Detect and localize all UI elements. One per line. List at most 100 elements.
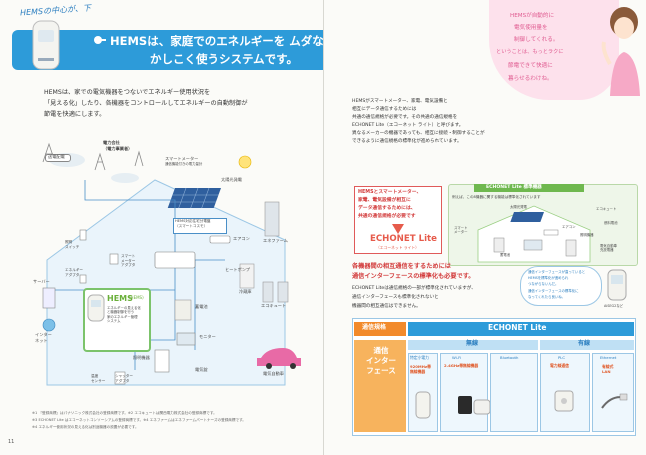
callout-line1: HEMSとスマートメーター、 bbox=[358, 190, 422, 195]
echonet-label-storage: 蓄電池 bbox=[500, 253, 511, 257]
hems-box-title: HEMS bbox=[107, 294, 133, 303]
label-monitor: モニター bbox=[199, 334, 216, 339]
echonet-label-lighting: 照明機器 bbox=[580, 233, 594, 237]
hero-title-line1: HEMSは、家庭でのエネルギーを ムダなく、 bbox=[110, 34, 323, 48]
down-arrow-icon bbox=[392, 224, 404, 234]
left-page: HEMSの中心が、下 HEMSは、家庭でのエネルギーを ムダなく、 かしこく使う… bbox=[0, 0, 323, 455]
wireless-header: 無線 bbox=[466, 340, 479, 347]
protocol-label-cell bbox=[354, 322, 406, 336]
protocol-label: 通信規格 bbox=[362, 324, 387, 331]
hero-banner bbox=[12, 30, 323, 70]
label-heater: ヒートポンプ bbox=[225, 267, 250, 272]
speech-line2: 電気使用量を bbox=[514, 25, 548, 31]
mid-bubble bbox=[520, 266, 602, 306]
plug-icon bbox=[94, 36, 106, 44]
mid-bubble-line4: 通信インターフェースの標準化に bbox=[528, 289, 579, 293]
speech-line6: 暮らせるわけね。 bbox=[508, 76, 553, 82]
aiseg-device-icon bbox=[607, 269, 627, 301]
col-ethernet bbox=[592, 353, 634, 432]
mid-bubble-line5: なってくれたら良いね。 bbox=[528, 295, 566, 299]
plc-adaptor-icon bbox=[554, 390, 574, 412]
hems-unit-icon bbox=[87, 294, 105, 322]
callout-line2: 家電、電気設備が相互に bbox=[358, 198, 411, 203]
label-ev: 電気自動車 bbox=[263, 371, 284, 376]
wired-header: 有線 bbox=[578, 340, 591, 347]
intro-line2: 「見える化」したり、各機器をコントロールしてエネルギーの自動制御が bbox=[44, 100, 248, 107]
page-number: 11 bbox=[8, 439, 15, 445]
hems-device-icon bbox=[32, 20, 60, 70]
hems-controller-label-box bbox=[173, 218, 227, 234]
footnote-3: ※4 エネルギー使用状況の見える化は別途機器の設置が必要です。 bbox=[32, 425, 139, 429]
woman-illustration bbox=[601, 7, 640, 96]
col-bluetooth-name: Bluetooth bbox=[500, 355, 519, 360]
speech-line3: 制御してくれる。 bbox=[514, 37, 559, 43]
label-shutter: シャッター アダプタ bbox=[115, 374, 133, 383]
hero-tag: HEMSの中心が、下 bbox=[19, 3, 92, 18]
footnote-1: ※1 『登録商標』はパナソニック株式会社の登録商標です。※2 エコキュートは関西… bbox=[32, 411, 217, 415]
label-ecofarm: エネファーム bbox=[263, 238, 288, 243]
interface-label: 通信 インター フェース bbox=[366, 346, 396, 375]
label-smart-meter: スマートメーター bbox=[165, 156, 199, 161]
label-distribution: 送電配電 bbox=[48, 154, 65, 159]
echonet-label-ecocute: エコキュート bbox=[596, 207, 617, 211]
echonet-label-aircon: エアコン bbox=[562, 225, 576, 229]
col-tokutei-name: 特定小電力 bbox=[410, 355, 429, 360]
echonet-diagram-subhead: 例えば、この8機器に関する機能は標準化されています bbox=[452, 195, 541, 199]
echonet-house-illustration bbox=[477, 205, 591, 263]
label-light-switch: 照明 スイッチ bbox=[65, 240, 80, 249]
col-ethernet-name: Ethernet bbox=[600, 355, 617, 360]
echonet-label-smart-meter: スマート メーター bbox=[454, 226, 468, 235]
echonet-label-ev: 電気自動車 充放電器 bbox=[600, 244, 617, 253]
tokutei-device-icon bbox=[415, 391, 431, 419]
callout-box bbox=[354, 186, 442, 254]
col-plc-name: PLC bbox=[558, 355, 566, 360]
col-wifi bbox=[440, 353, 488, 432]
right-intro-line1: HEMSがスマートメーター、家電、電気設備と bbox=[352, 99, 448, 104]
lan-cable-icon bbox=[601, 393, 628, 409]
right-intro-line2: 相互にデータ通信するためには bbox=[352, 107, 417, 112]
speech-line1: HEMSが自動的に bbox=[510, 13, 555, 19]
label-refrigerator: 冷蔵庫 bbox=[239, 289, 252, 294]
intro-line1: HEMSは、家での電気機器をつないでエネルギー使用状況を bbox=[44, 89, 211, 96]
mid-heading-1: 各機器間の相互通信をするためには bbox=[352, 263, 451, 270]
hero-title-line2: かしこく使うシステムです。 bbox=[150, 52, 299, 66]
wired-header-cell bbox=[540, 340, 634, 350]
protocol-value-cell bbox=[408, 322, 634, 336]
label-ecocute: エコキュート bbox=[261, 303, 287, 308]
label-power-company: 電力会社 （電力事業者） bbox=[103, 140, 133, 151]
label-solar: 太陽光発電 bbox=[221, 177, 242, 182]
speech-bubble bbox=[489, 0, 619, 100]
footnote-2: ※3 ECHONET Lite はエコーネットコンソーシアムの登録商標です。※4… bbox=[32, 418, 246, 422]
mid-heading-2: 通信インターフェースの標準化も必要です。 bbox=[352, 273, 475, 280]
callout-line4: 共通の通信規格が必要です bbox=[358, 214, 416, 219]
right-intro-line4: ECHONET Lite（エコーネット ライト）と呼びます。 bbox=[352, 123, 464, 128]
label-internet: インター ネット bbox=[35, 332, 52, 343]
echonet-label-fuel-cell: 燃料電池 bbox=[604, 221, 618, 225]
home-diagram: HEMS (HEMS) エネルギーの見える化 と機器制御を行う 家のエネルギー管… bbox=[25, 140, 323, 400]
col-ethernet-desc: 有線式 LAN bbox=[602, 364, 614, 374]
intro-line3: 節電を快適にします。 bbox=[44, 111, 106, 118]
label-aircon: エアコン bbox=[233, 236, 250, 241]
router-icon bbox=[458, 396, 491, 415]
aiseg-label: AiSEG2など bbox=[604, 304, 624, 308]
label-lighting: 照明機器 bbox=[133, 355, 150, 360]
label-smart-adaptor: スマート メーター アダプタ bbox=[121, 254, 136, 268]
mid-bubble-line1: 通信インターフェースが違っていると bbox=[528, 270, 586, 274]
label-hems-controller: HEMS対応住宅分電盤 （スマートコスモ） bbox=[175, 219, 211, 228]
label-distribution-box bbox=[45, 154, 71, 162]
echonet-diagram-header-bar bbox=[474, 184, 584, 192]
hems-box-desc: エネルギーの見える化 と機器制御を行う 家のエネルギー管理 システム bbox=[107, 306, 141, 324]
hems-box-sub: (HEMS) bbox=[129, 295, 144, 300]
right-intro-line5: 異なるメーカーの機器であっても、相互に接続・制御することが bbox=[352, 131, 485, 136]
wireless-header-cell bbox=[408, 340, 538, 350]
speech-line5: 節電できて快適に bbox=[508, 63, 553, 69]
echonet-logo-sub: （エコーネット ライト） bbox=[376, 245, 419, 250]
mid-body-1: ECHONET Liteは通信規格の一部が標準化されていますが、 bbox=[352, 286, 476, 291]
speech-line4: ということは、もっとラクに bbox=[496, 49, 564, 55]
echonet-logo: ECHONET Lite bbox=[370, 234, 437, 244]
mid-bubble-line2: HEMSを標準化が進められ bbox=[528, 276, 569, 280]
label-server: サーバー bbox=[33, 279, 50, 284]
right-intro-line6: できるように通信規格の標準化が進められています。 bbox=[352, 139, 462, 144]
mid-bubble-line3: つながらないんだ。 bbox=[528, 282, 559, 286]
label-lock: 電気錠 bbox=[195, 367, 208, 372]
